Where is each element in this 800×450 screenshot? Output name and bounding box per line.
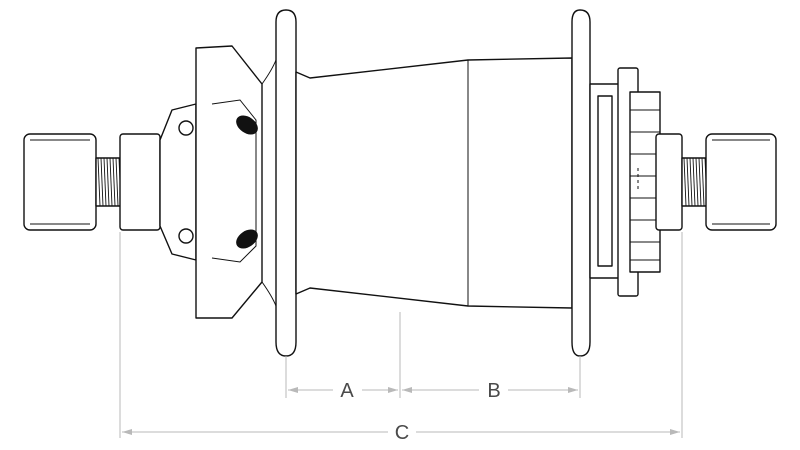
arrow-b-right bbox=[568, 387, 578, 393]
thread-line bbox=[97, 157, 101, 207]
left-axle-thread bbox=[95, 157, 123, 207]
left-rotor-mount bbox=[159, 45, 263, 319]
dimension-lines: A B C bbox=[119, 232, 683, 444]
left-end-cap bbox=[23, 133, 97, 231]
arrow-c-right bbox=[670, 429, 680, 435]
dimension-label-c: C bbox=[395, 422, 409, 444]
freehub-body bbox=[589, 67, 661, 297]
left-spoke-flange bbox=[261, 9, 297, 357]
hub-shell bbox=[295, 57, 573, 309]
arrow-c-left bbox=[122, 429, 132, 435]
thread-line bbox=[112, 157, 116, 207]
dimension-label-b: B bbox=[487, 380, 500, 402]
thread-line bbox=[115, 157, 119, 207]
arrow-a-right bbox=[388, 387, 398, 393]
thread-line bbox=[106, 157, 110, 207]
thread-line bbox=[689, 157, 693, 207]
thread-line bbox=[100, 157, 104, 207]
thread-line bbox=[701, 157, 705, 207]
left-bearing-collar bbox=[119, 133, 161, 231]
thread-line bbox=[692, 157, 696, 207]
thread-line bbox=[103, 157, 107, 207]
thread-line bbox=[698, 157, 702, 207]
thread-line bbox=[683, 157, 687, 207]
right-axle-thread bbox=[681, 157, 709, 207]
thread-line bbox=[109, 157, 113, 207]
dimension-label-a: A bbox=[340, 380, 354, 402]
thread-line bbox=[695, 157, 699, 207]
right-spoke-flange bbox=[571, 9, 591, 357]
thread-line bbox=[686, 157, 690, 207]
right-end-cap bbox=[705, 133, 777, 231]
arrow-b-left bbox=[402, 387, 412, 393]
right-bearing-collar bbox=[655, 133, 683, 231]
arrow-a-left bbox=[288, 387, 298, 393]
